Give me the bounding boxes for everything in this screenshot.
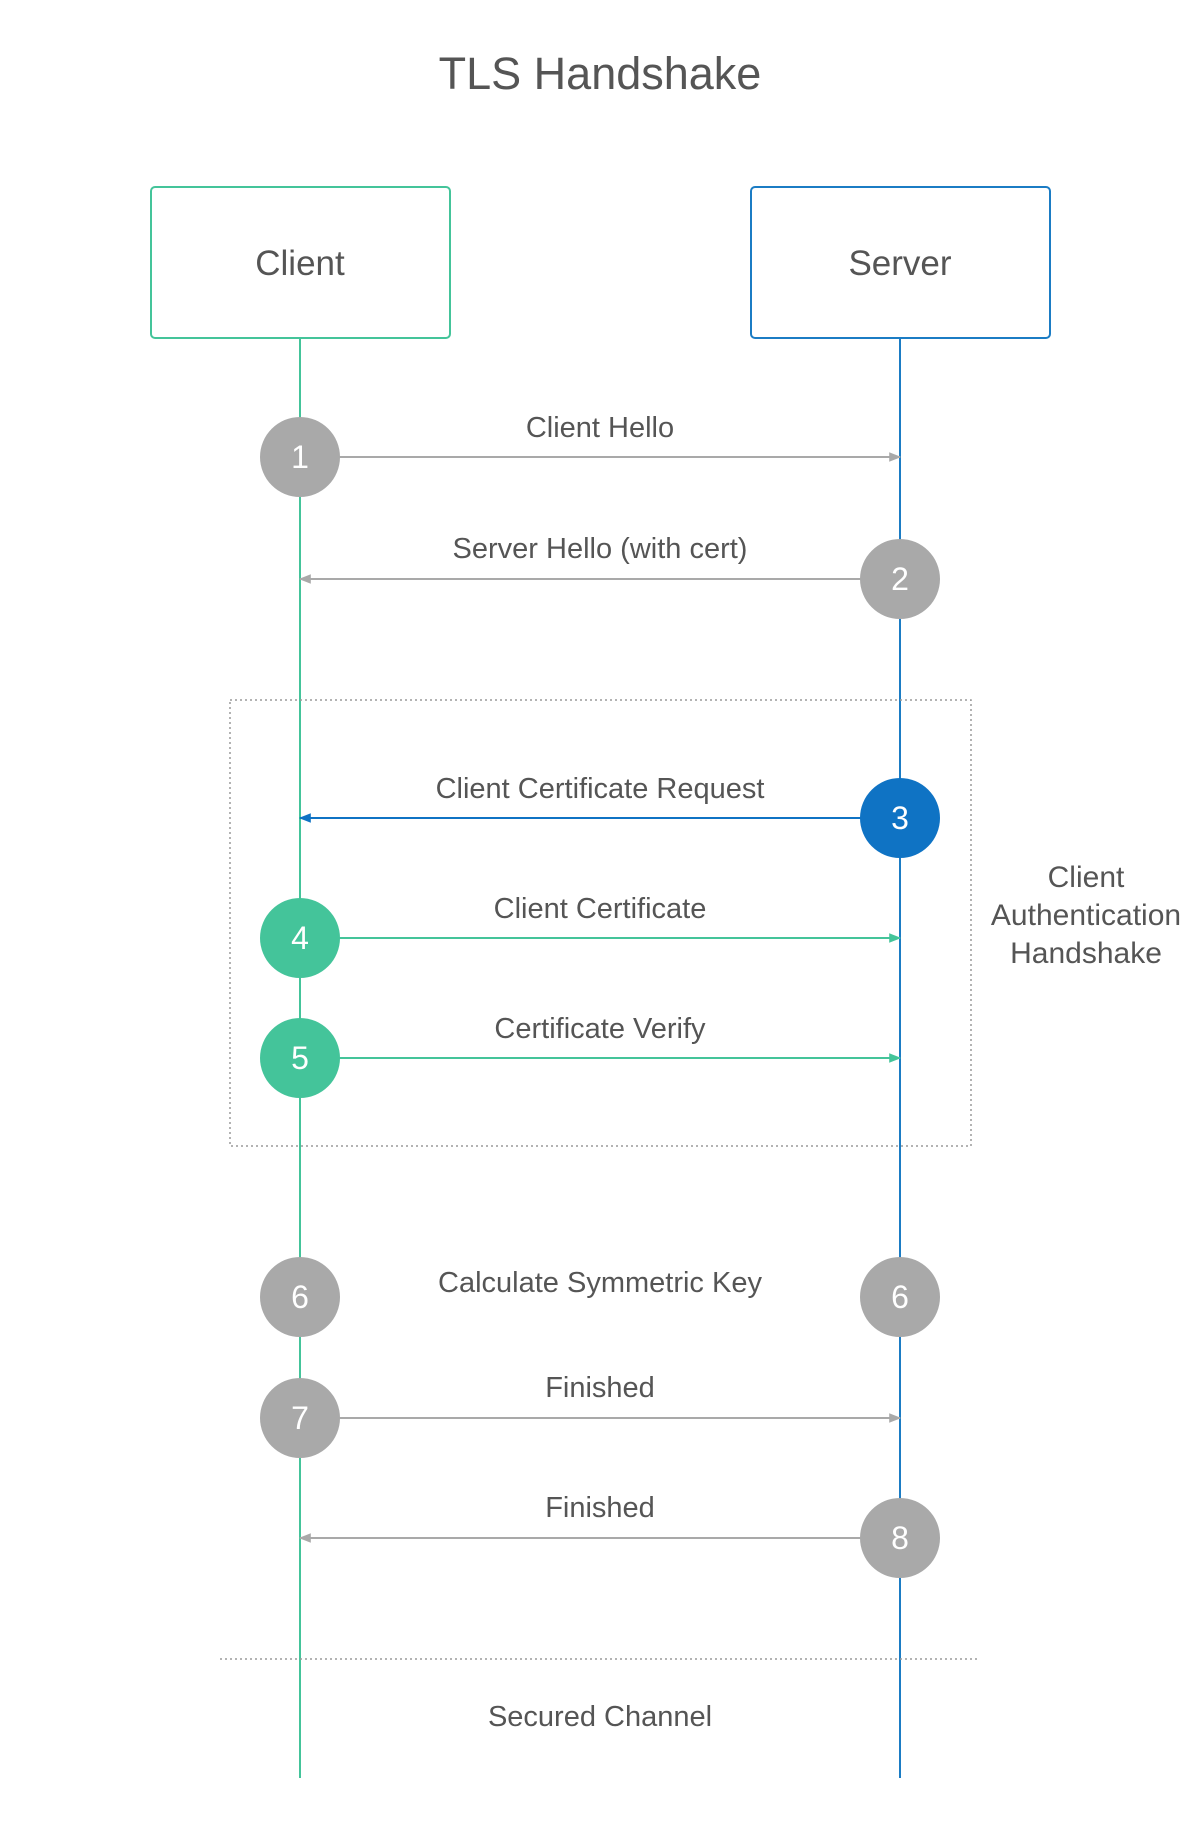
step-number-1: 1 bbox=[291, 439, 309, 475]
step-badge-2 bbox=[860, 539, 940, 619]
message-label-certificate-verify: Certificate Verify bbox=[494, 1013, 706, 1045]
secured-channel-label: Secured Channel bbox=[488, 1701, 712, 1733]
message-label-client-hello: Client Hello bbox=[526, 412, 674, 444]
message-label-server-hello: Server Hello (with cert) bbox=[453, 533, 748, 565]
message-label-client-certificate: Client Certificate bbox=[494, 893, 707, 925]
step-number-4: 4 bbox=[291, 920, 309, 956]
step-badge-6-server bbox=[860, 1257, 940, 1337]
step-badge-6-client bbox=[260, 1257, 340, 1337]
step-badge-7 bbox=[260, 1378, 340, 1458]
client-auth-group-label: Handshake bbox=[1010, 937, 1162, 970]
step-number-8: 8 bbox=[891, 1520, 909, 1556]
step-number-6-client: 6 bbox=[291, 1279, 309, 1315]
message-label-finished-client: Finished bbox=[545, 1372, 655, 1404]
client-label: Client bbox=[255, 244, 345, 283]
server-label: Server bbox=[848, 244, 951, 283]
step-number-2: 2 bbox=[891, 561, 909, 597]
client-auth-group-label: Client bbox=[1048, 861, 1125, 894]
message-label-client-certificate-request: Client Certificate Request bbox=[436, 773, 765, 805]
step-badge-1 bbox=[260, 417, 340, 497]
step-badge-8 bbox=[860, 1498, 940, 1578]
step-badge-5 bbox=[260, 1018, 340, 1098]
step-number-3: 3 bbox=[891, 800, 909, 836]
step-number-6-server: 6 bbox=[891, 1279, 909, 1315]
step-badge-3 bbox=[860, 778, 940, 858]
client-auth-group-label: Authentication bbox=[991, 899, 1181, 932]
message-label-calculate-symmetric-key: Calculate Symmetric Key bbox=[438, 1267, 762, 1299]
message-label-finished-server: Finished bbox=[545, 1492, 655, 1524]
client-auth-group-frame bbox=[229, 699, 972, 1147]
step-number-5: 5 bbox=[291, 1040, 309, 1076]
step-badge-4 bbox=[260, 898, 340, 978]
step-number-7: 7 bbox=[291, 1400, 309, 1436]
diagram-title: TLS Handshake bbox=[439, 48, 762, 99]
